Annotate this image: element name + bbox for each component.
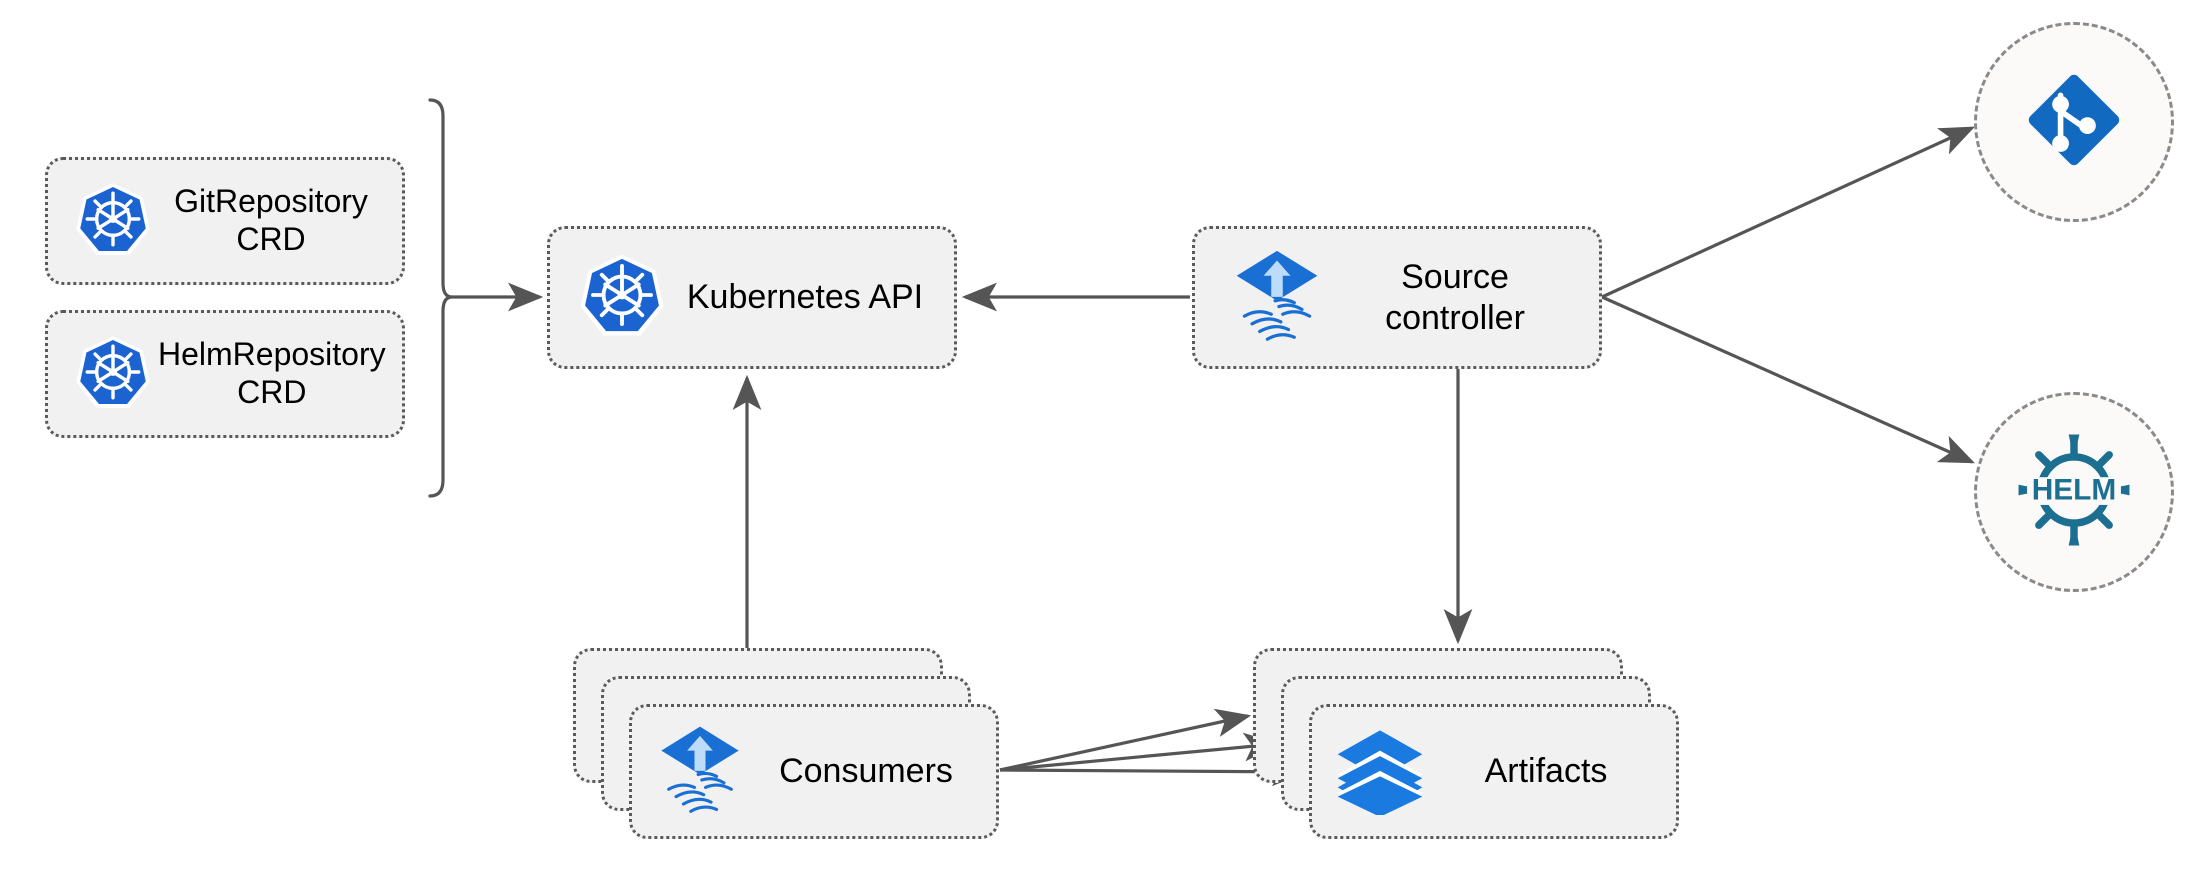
kubernetes-icon xyxy=(74,333,152,416)
node-label: Consumers xyxy=(779,752,953,790)
layers-icon xyxy=(1334,723,1426,820)
node-label: Artifacts xyxy=(1484,752,1608,790)
kubernetes-icon xyxy=(74,180,152,263)
stack-layer-front[interactable]: Artifacts xyxy=(1309,704,1679,839)
node-label: HelmRepository CRD xyxy=(158,336,386,410)
node-helmrepository-crd[interactable]: HelmRepository CRD xyxy=(45,310,405,438)
node-kubernetes-api[interactable]: Kubernetes API xyxy=(547,226,957,369)
node-label: GitRepository CRD xyxy=(174,183,368,257)
node-label: Kubernetes API xyxy=(686,278,924,317)
edge-source-controller-to-git xyxy=(1601,126,1975,299)
edge-source-controller-to-helm xyxy=(1601,295,1975,464)
stack-layer-front[interactable]: Consumers xyxy=(629,704,999,839)
edge-consumers-to-artifacts-2 xyxy=(999,732,1280,772)
node-git-external[interactable] xyxy=(1974,22,2174,222)
flux-icon xyxy=(654,723,746,820)
node-helm-external[interactable]: HELM xyxy=(1974,392,2174,592)
flux-icon xyxy=(1229,247,1325,348)
node-consumers[interactable]: Consumers xyxy=(573,648,1003,843)
node-artifacts[interactable]: Artifacts xyxy=(1253,648,1683,843)
node-gitrepository-crd[interactable]: GitRepository CRD xyxy=(45,157,405,285)
crd-group-brace xyxy=(428,98,453,498)
node-label: Source controller xyxy=(1385,258,1525,337)
kubernetes-icon xyxy=(578,251,666,344)
helm-wordmark: HELM xyxy=(2032,473,2117,506)
edge-consumers-to-artifacts-1 xyxy=(999,708,1252,772)
helm-icon: HELM xyxy=(2010,426,2138,559)
node-source-controller[interactable]: Source controller xyxy=(1192,226,1602,369)
git-icon xyxy=(2018,64,2130,181)
